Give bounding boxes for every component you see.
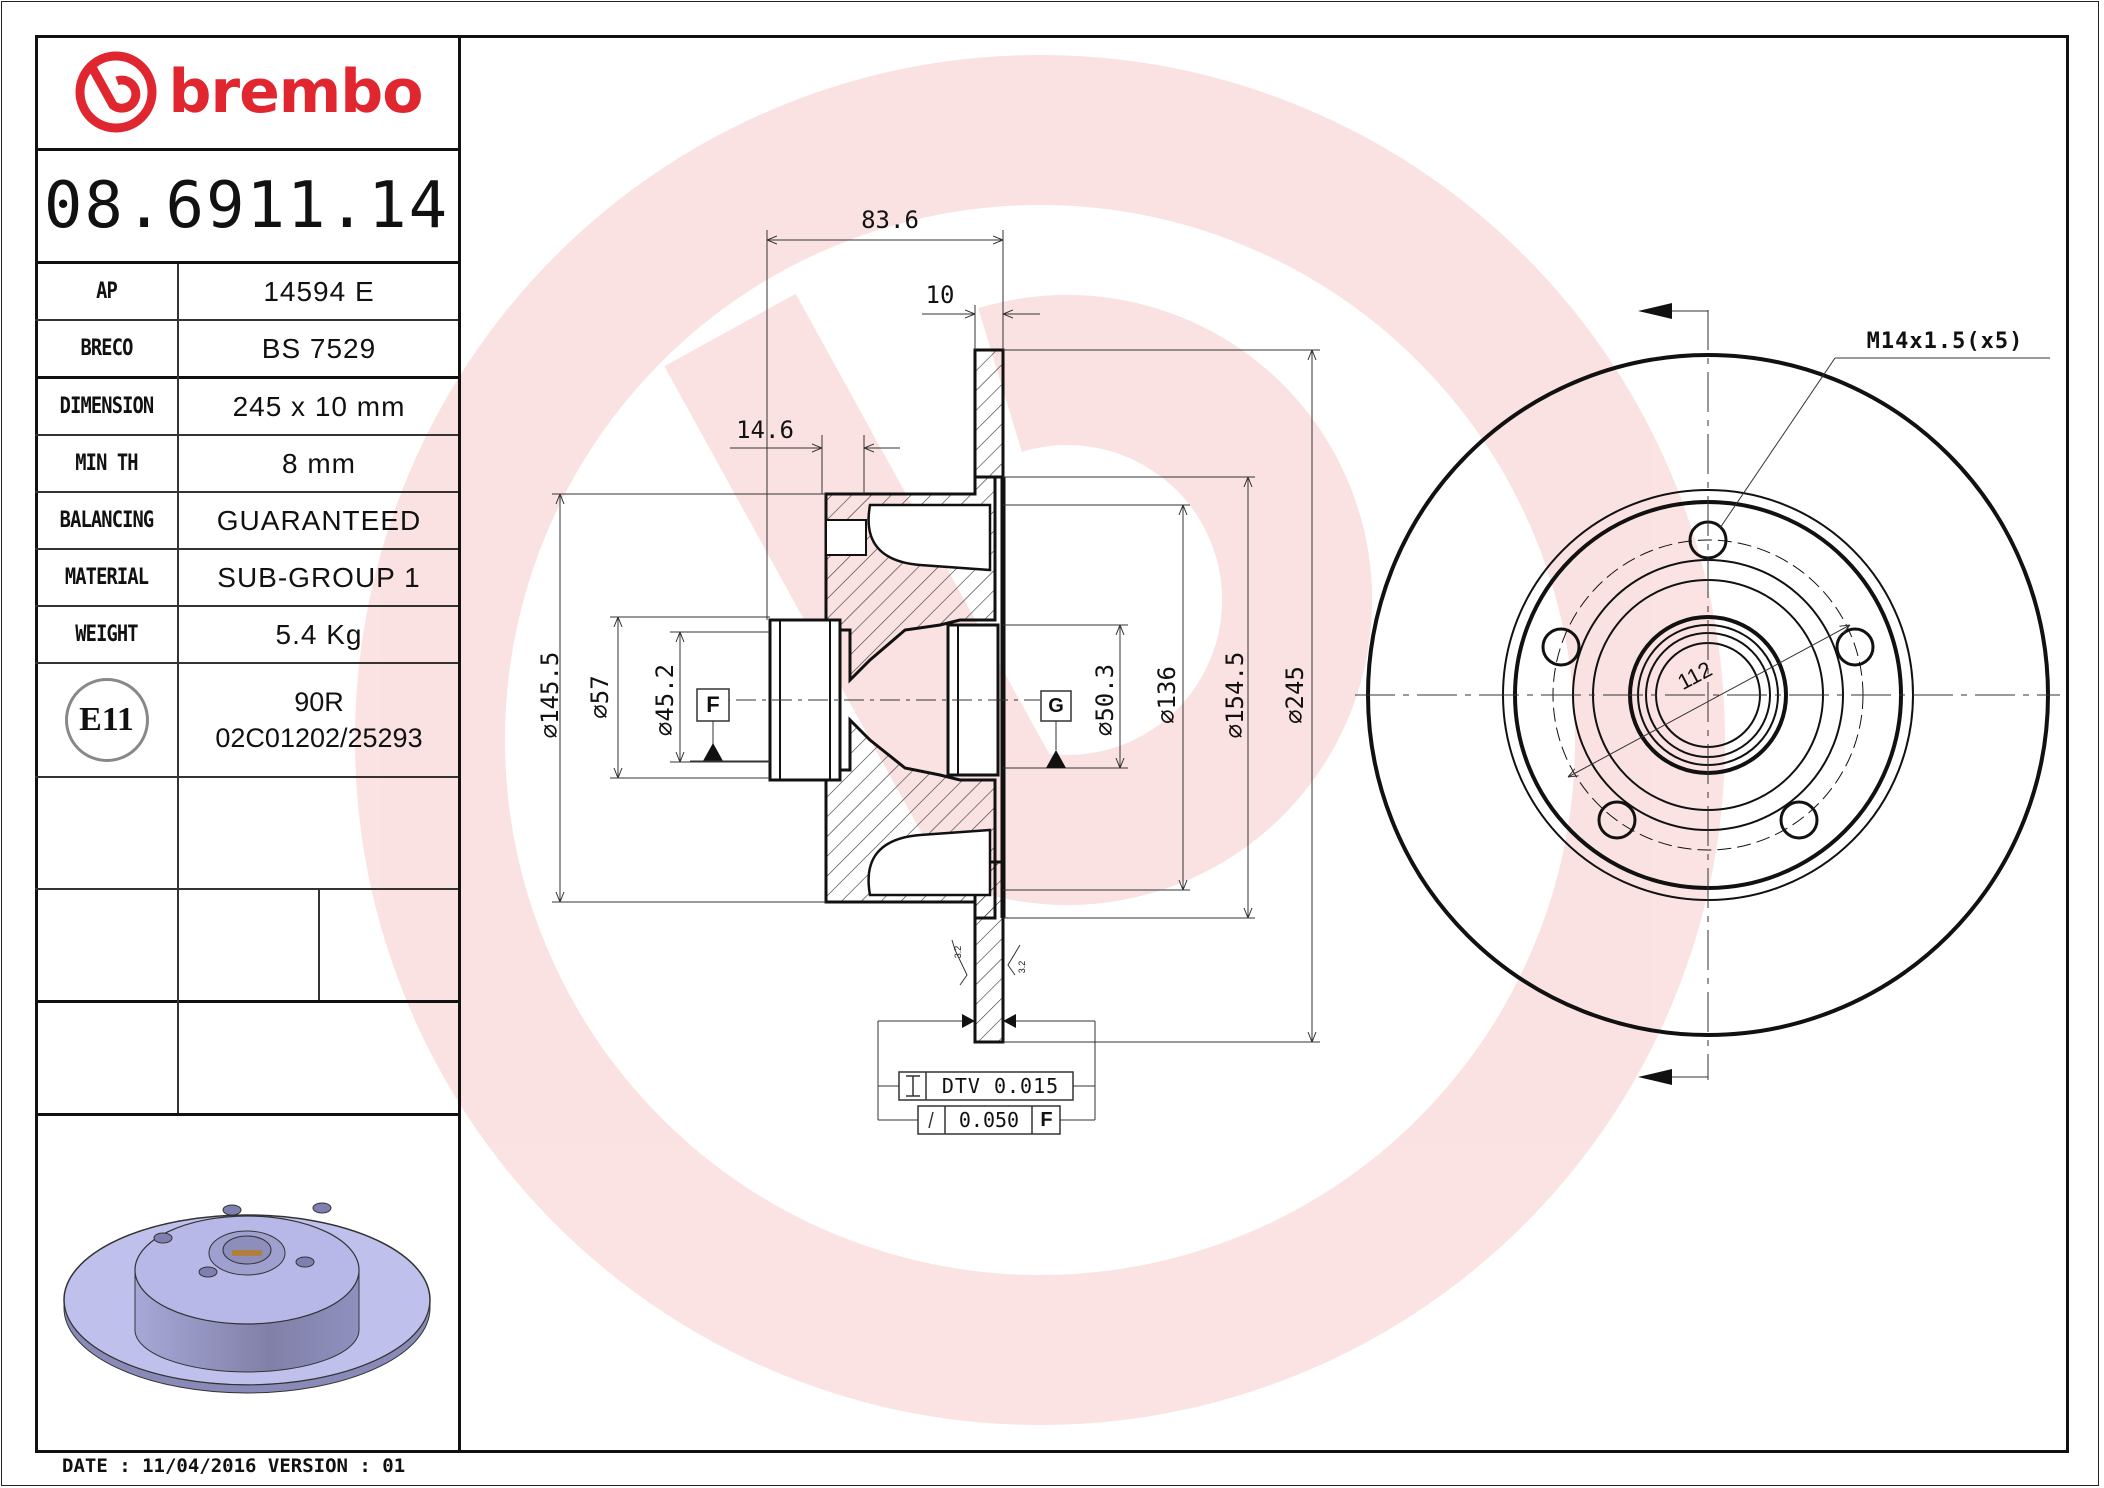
spec-label-ap: AP: [96, 279, 118, 304]
spec-value-min-th: 8 mm: [282, 447, 356, 479]
spec-label-balancing: BALANCING: [59, 508, 155, 533]
section-view: [552, 230, 1320, 1135]
tolerance-runout-datum: F: [1040, 1108, 1053, 1131]
e11-badge: E11: [64, 678, 149, 762]
spec-label-min-th: MIN TH: [75, 451, 138, 476]
front-view: [1355, 303, 2060, 1085]
homologation-info: 90R 02C01202/25293: [180, 664, 458, 776]
tolerance-runout-value: 0.050: [958, 1108, 1020, 1132]
spec-label-weight: WEIGHT: [75, 622, 138, 647]
thread-callout: M14x1.5(x5): [1866, 328, 2024, 354]
spec-label-breco: BRECO: [80, 336, 133, 361]
spec-value-balancing: GUARANTEED: [216, 504, 422, 536]
brembo-logo-icon: [75, 51, 157, 132]
dim-disc-thickness: 10: [925, 281, 955, 309]
datum-g-label: G: [1048, 694, 1064, 717]
spec-value-weight: 5.4 Kg: [275, 618, 363, 650]
part-number: 08.6911.14: [43, 169, 450, 243]
date-version: DATE : 11/04/2016 VERSION : 01: [62, 1455, 406, 1477]
spec-value-dimension: 245 x 10 mm: [232, 390, 406, 422]
brand-name: brembo: [168, 56, 424, 127]
brand-logo: brembo: [35, 35, 458, 148]
drawing-frame: [35, 35, 2069, 1453]
datum-f-label: F: [706, 692, 720, 717]
spec-label-material: MATERIAL: [64, 565, 149, 590]
disc-3d-render: [63, 1202, 431, 1394]
tolerance-dtv: DTV 0.015: [941, 1074, 1060, 1098]
spec-label-dimension: DIMENSION: [59, 394, 155, 419]
approval-number: 02C01202/25293: [215, 723, 423, 753]
dim-hub-offset: 14.6: [736, 416, 794, 444]
spec-value-ap: 14594 E: [263, 275, 375, 307]
homologation-mark: E11: [35, 664, 178, 776]
spec-value-breco: BS 7529: [261, 332, 377, 364]
spec-value-material: SUB-GROUP 1: [217, 561, 421, 593]
regulation: 90R: [294, 687, 344, 717]
title-block: brembo 08.6911.14 AP 14594 E BRECO BS 75…: [35, 35, 461, 1453]
dim-overall-width: 83.6: [861, 206, 919, 234]
